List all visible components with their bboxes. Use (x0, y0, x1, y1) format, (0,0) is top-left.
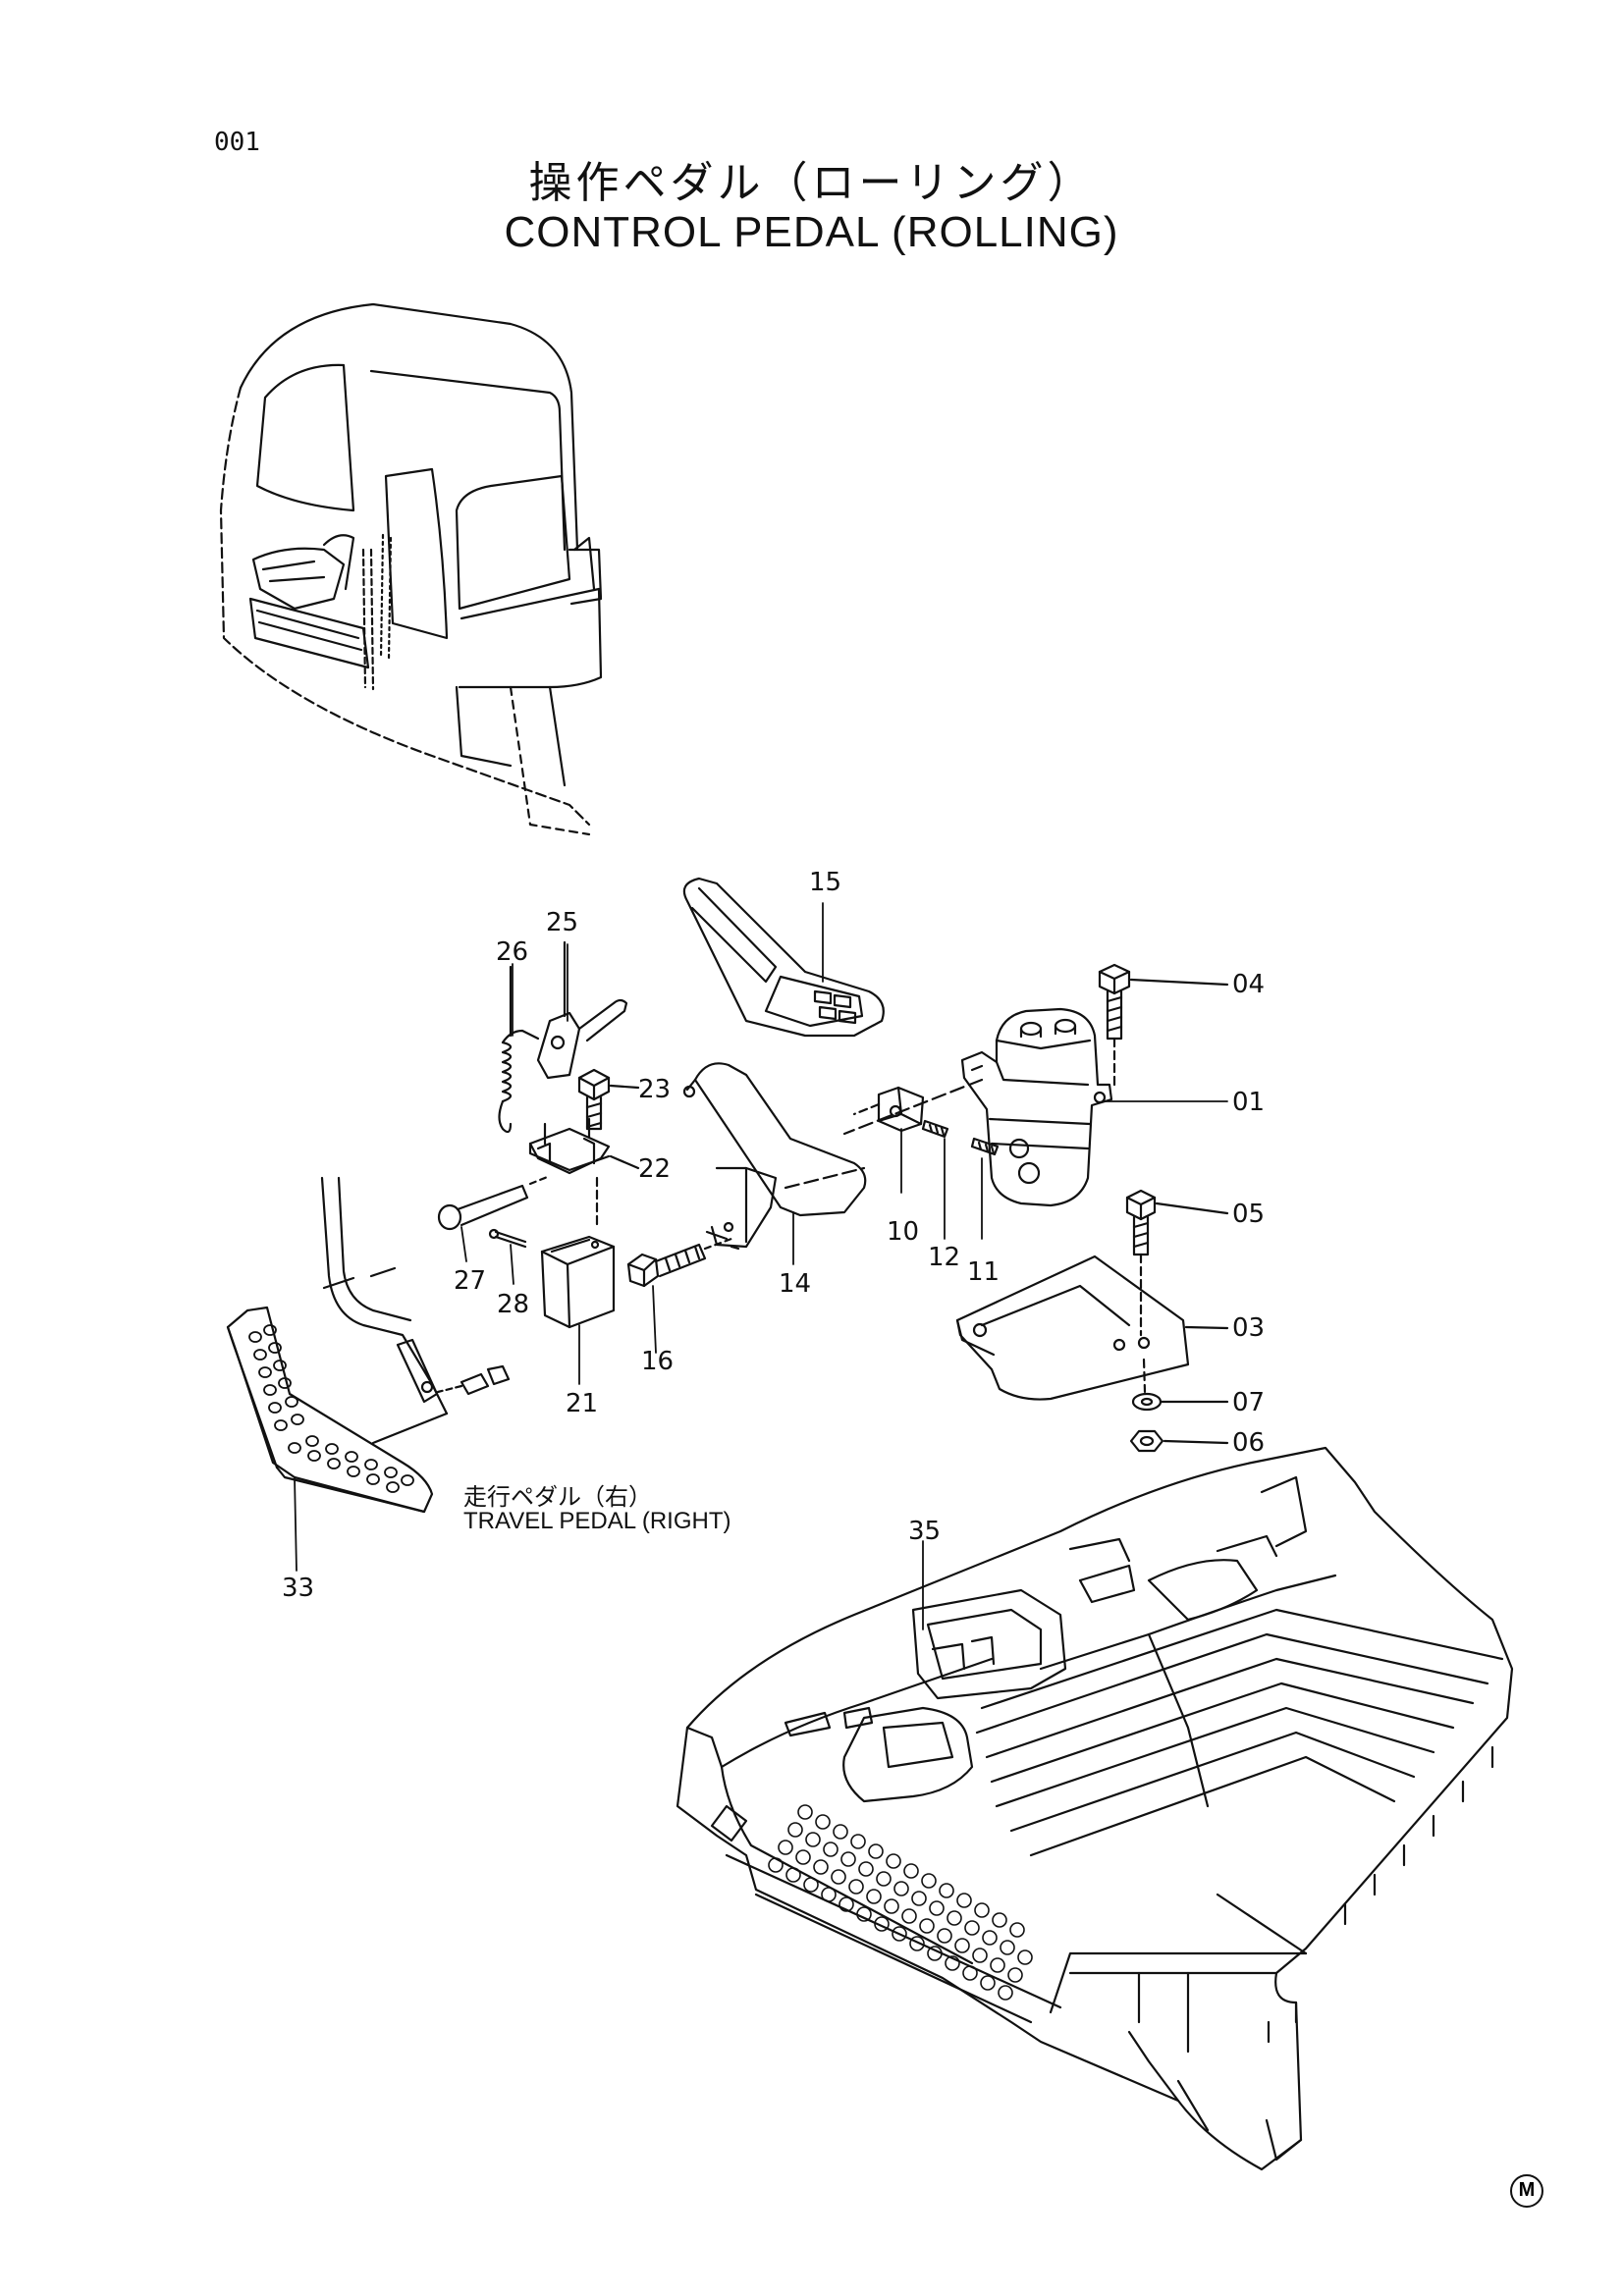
travel-pedal-note-jp: 走行ペダル（右） (463, 1483, 652, 1511)
part-11-pin (970, 1137, 1000, 1156)
part-22-bracket (528, 1117, 640, 1229)
circled-m-mark: M (1510, 2174, 1543, 2208)
cab-overview-illustration (219, 302, 603, 836)
callout-16: 16 (641, 1347, 675, 1376)
part-28-cotter-pin (488, 1228, 527, 1249)
part-25-lever (536, 940, 628, 1080)
callout-35: 35 (908, 1517, 942, 1546)
title-english: CONTROL PEDAL (ROLLING) (504, 208, 1119, 256)
part-16-bolt (626, 1237, 733, 1288)
callout-03: 03 (1232, 1313, 1266, 1343)
callout-11: 11 (967, 1257, 1001, 1287)
callout-12: 12 (928, 1243, 961, 1272)
part-10-block (852, 1086, 925, 1133)
part-06-nut (1129, 1429, 1229, 1453)
part-35-floor-mat (676, 1446, 1514, 2171)
callout-33: 33 (282, 1574, 315, 1603)
callout-04: 04 (1232, 970, 1266, 999)
callout-23: 23 (638, 1075, 672, 1104)
part-03-base-plate (955, 1255, 1229, 1401)
part-33-travel-pedal (226, 1266, 434, 1514)
part-26-spring (498, 965, 540, 1134)
callout-26: 26 (496, 937, 529, 967)
callout-25: 25 (546, 908, 579, 937)
callout-14: 14 (779, 1269, 812, 1299)
part-27-pin (437, 1174, 552, 1231)
title-japanese: 操作ペダル（ローリング） (528, 158, 1095, 208)
callout-27: 27 (454, 1266, 487, 1296)
part-12-pin (921, 1119, 949, 1139)
part-14-pedal-bracket (682, 1062, 867, 1251)
part-07-washer (1131, 1358, 1229, 1412)
callout-10: 10 (887, 1217, 920, 1247)
travel-pedal-lever (320, 1176, 511, 1445)
travel-pedal-note-en: TRAVEL PEDAL (RIGHT) (463, 1508, 731, 1534)
page-number: 001 (214, 128, 260, 157)
callout-leader-lines (294, 902, 1228, 1630)
part-01-pilot-valve (842, 1007, 1113, 1207)
callout-28: 28 (497, 1290, 530, 1319)
part-23-bolt (577, 1068, 640, 1131)
part-21-cover (540, 1235, 616, 1329)
part-04-bolt (1098, 963, 1229, 1092)
callout-15: 15 (809, 868, 842, 897)
callout-01: 01 (1232, 1088, 1266, 1117)
callout-07: 07 (1232, 1388, 1266, 1417)
callout-22: 22 (638, 1154, 672, 1184)
callout-05: 05 (1232, 1200, 1266, 1229)
part-05-bolt (1125, 1189, 1229, 1337)
callout-06: 06 (1232, 1428, 1266, 1458)
callout-21: 21 (566, 1389, 599, 1418)
part-15-pedal-cover (682, 877, 885, 1038)
